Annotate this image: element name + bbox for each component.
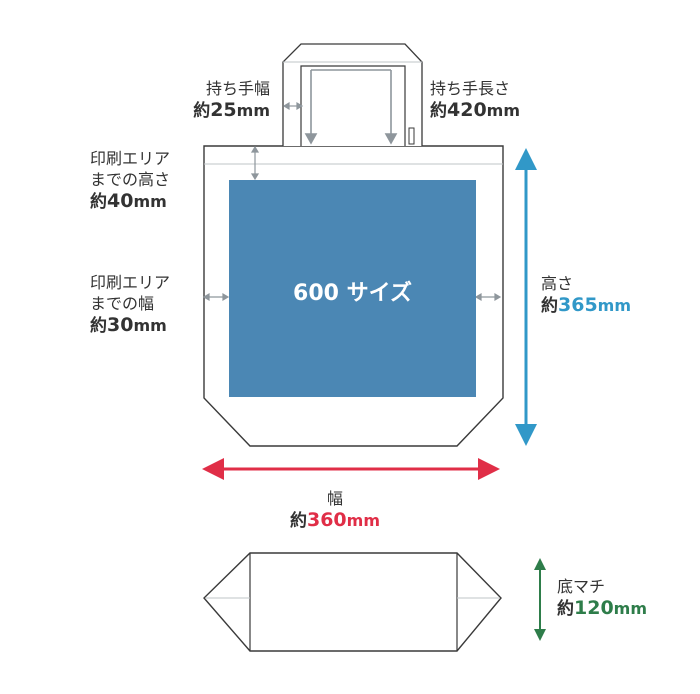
top-margin-number: 40 <box>107 190 134 212</box>
handle-length-label: 持ち手長さ 約420mm <box>430 78 520 122</box>
handle-length-prefix: 約 <box>430 101 447 121</box>
width-arrow <box>202 458 500 480</box>
top-margin-title-2: までの高さ <box>90 170 171 189</box>
print-area <box>229 180 476 397</box>
side-margin-title-1: 印刷エリア <box>90 273 171 292</box>
width-prefix: 約 <box>289 511 307 531</box>
height-arrow <box>515 148 537 446</box>
top-margin-unit: mm <box>133 192 167 211</box>
handle-length-unit: mm <box>486 101 521 120</box>
handle-tag <box>408 127 415 145</box>
top-margin-guide <box>250 145 260 181</box>
top-margin-title-1: 印刷エリア <box>90 149 171 168</box>
height-unit: mm <box>597 296 632 315</box>
gusset-label: 底マチ 約120mm <box>557 576 647 620</box>
height-title: 高さ <box>541 274 574 293</box>
handle-width-title: 持ち手幅 <box>205 79 270 98</box>
handle-outer-outline <box>282 43 423 146</box>
side-margin-label: 印刷エリア までの幅 約30mm <box>90 272 170 337</box>
side-margin-title-2: までの幅 <box>90 294 155 313</box>
handle-length-title: 持ち手長さ <box>430 79 511 98</box>
top-margin-prefix: 約 <box>90 192 107 212</box>
handle-width-number: 25 <box>210 99 237 121</box>
print-area-label: 600 サイズ <box>229 280 476 308</box>
top-margin-label: 印刷エリア までの高さ 約40mm <box>90 148 170 213</box>
width-title: 幅 <box>326 489 343 508</box>
height-prefix: 約 <box>541 296 558 316</box>
gusset-unit: mm <box>613 599 648 618</box>
handle-width-prefix: 約 <box>193 101 211 121</box>
handle-length-guides <box>304 69 398 145</box>
width-label: 幅 約360mm <box>250 488 420 532</box>
gusset-number: 120 <box>574 597 614 619</box>
gusset-prefix: 約 <box>557 599 574 619</box>
height-number: 365 <box>558 294 598 316</box>
width-number: 360 <box>306 509 347 531</box>
gusset-arrow <box>534 558 546 641</box>
handle-width-label: 持ち手幅 約25mm <box>150 78 270 122</box>
print-area-text: 600 サイズ <box>293 281 412 306</box>
handle-length-number: 420 <box>447 99 487 121</box>
gusset-fold-lines <box>249 553 458 651</box>
handle-width-guide <box>282 101 304 111</box>
height-label: 高さ 約365mm <box>541 273 631 317</box>
side-margin-number: 30 <box>107 314 134 336</box>
side-margin-unit: mm <box>133 316 167 335</box>
side-margin-guides <box>202 292 502 302</box>
handle-width-unit: mm <box>236 101 270 120</box>
width-unit: mm <box>346 511 380 530</box>
side-margin-prefix: 約 <box>90 316 107 336</box>
gusset-title: 底マチ <box>557 577 606 596</box>
